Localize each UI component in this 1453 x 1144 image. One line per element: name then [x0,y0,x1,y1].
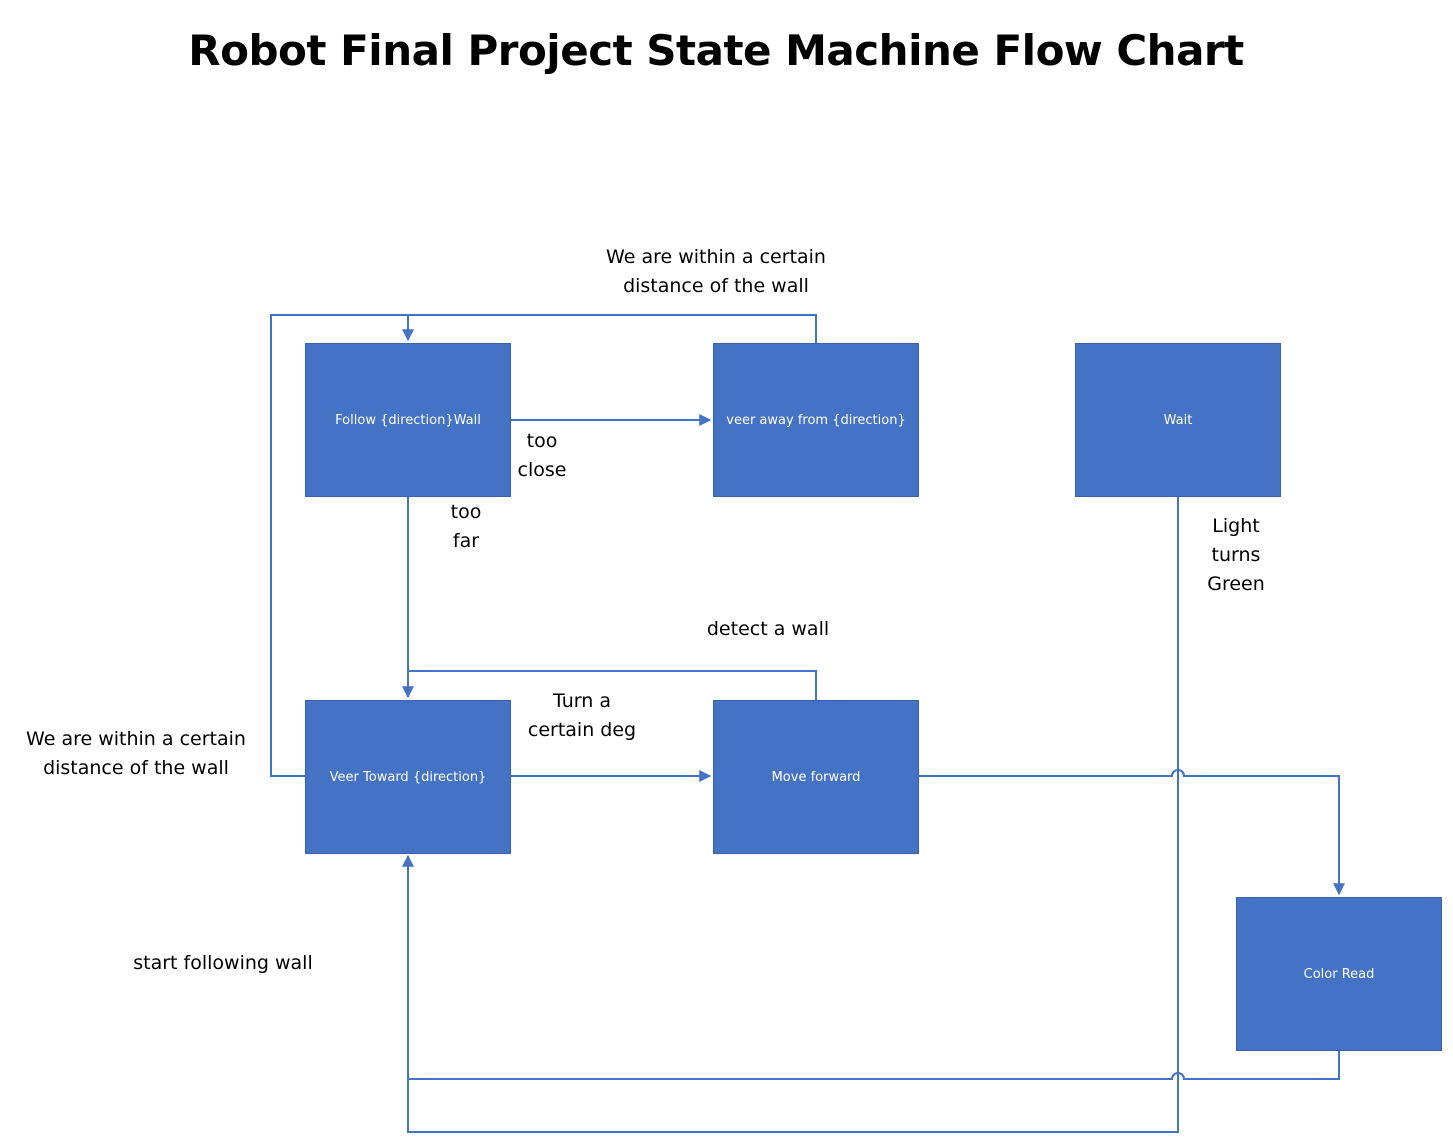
label-within-distance-top: We are within a certain distance of the … [606,246,826,297]
state-move-forward: Move forward [713,700,919,854]
arrow-wait-to-veer-toward [402,497,1179,1133]
state-wait: Wait [1075,343,1281,497]
state-veer-away: veer away from {direction} [713,343,919,497]
state-veer-toward: Veer Toward {direction} [305,700,511,854]
label-detect-wall: detect a wall [706,618,830,640]
label-within-distance-left: We are within a certain distance of the … [26,728,246,779]
label-start-following: start following wall [133,952,313,974]
arrow-color-read-to-veer-toward [408,1051,1340,1080]
arrow-veer-away-to-follow [402,314,817,343]
arrow-move-to-veer-toward [408,670,817,700]
state-follow-wall: Follow {direction}Wall [305,343,511,497]
chart-title: Robot Final Project State Machine Flow C… [188,26,1244,75]
label-light-green: Light turns Green [1207,515,1265,595]
label-too-far: too far [450,501,482,552]
arrow-veer-toward-to-follow [270,314,408,777]
label-turn-deg: Turn a certain deg [527,690,637,741]
label-too-close: too close [517,430,567,481]
arrow-move-to-color-read [919,769,1345,896]
state-color-read: Color Read [1236,897,1442,1051]
